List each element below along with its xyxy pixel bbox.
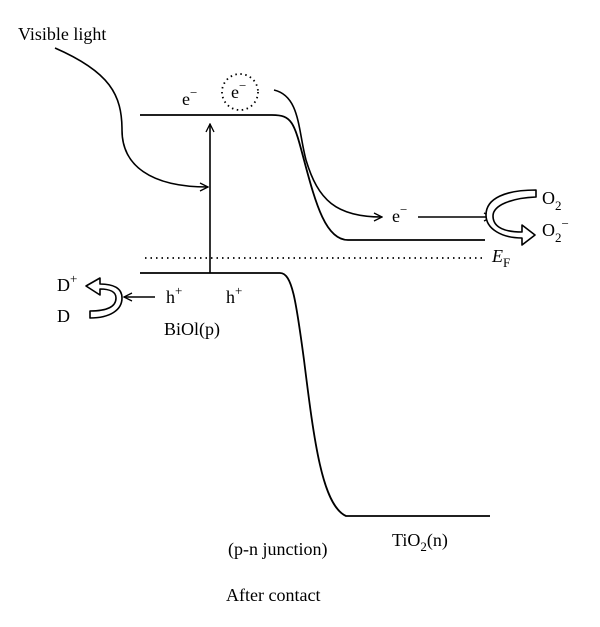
electron-circle	[221, 73, 259, 111]
hole-label-1: h+	[166, 283, 182, 307]
oxygen-label: O2	[542, 188, 562, 213]
superoxide-label: O2−	[542, 216, 569, 245]
hole-label-2: h+	[226, 283, 242, 307]
conduction-band	[140, 114, 485, 241]
electron-label-3: e−	[392, 202, 407, 226]
biol-label: BiOl(p)	[164, 319, 220, 340]
oxygen-reduction-arrow	[485, 189, 537, 246]
visible-light-arrow	[54, 47, 208, 187]
valence-band	[140, 272, 490, 517]
electron-transfer-arrow	[273, 89, 382, 217]
after-contact-label: After contact	[226, 585, 320, 605]
electron-label-2: e−	[231, 78, 246, 102]
electron-label-1: e−	[182, 85, 197, 109]
donor-oxidation-arrow	[85, 277, 123, 319]
donor-label: D	[57, 306, 70, 326]
visible-light-label: Visible light	[18, 24, 106, 44]
junction-label: (p-n junction)	[228, 539, 327, 560]
tio2-label: TiO2(n)	[392, 530, 448, 554]
fermi-level-label: EF	[491, 246, 510, 270]
donor-oxidized-label: D+	[57, 271, 77, 295]
